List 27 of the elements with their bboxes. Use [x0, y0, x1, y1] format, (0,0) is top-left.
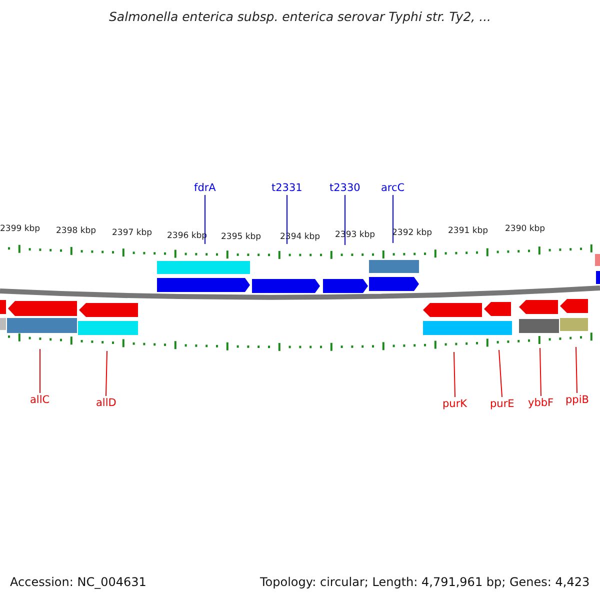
title: Salmonella enterica subsp. enterica serovar Typhi str. Ty2, ... [109, 11, 492, 24]
leader-line [498, 350, 502, 398]
gene-label: purE [490, 399, 514, 410]
leader-line [286, 194, 288, 244]
leader-line [204, 194, 206, 244]
gene-label: t2330 [330, 183, 360, 194]
gene-label: allD [96, 398, 116, 408]
gene-label: fdrA [194, 183, 216, 194]
leader-line [454, 352, 456, 398]
scale-label: 2391 kbp [448, 227, 488, 236]
footer-note: Topology: circular; Length: 4,791,961 bp; Genes: 4,423 [260, 576, 590, 588]
leader-line [540, 348, 542, 396]
leader-line [576, 346, 578, 394]
gene-label: t2331 [272, 183, 302, 194]
footer-note: Accession: NC_004631 [10, 576, 146, 588]
gene-label: ppiB [566, 395, 589, 406]
gene-label: ybbF [528, 398, 554, 408]
scale-label: 2399 kbp [0, 225, 40, 234]
leader-line [344, 194, 346, 246]
leader-line [106, 350, 108, 396]
leader-line [392, 194, 394, 244]
gene-label: arcC [381, 183, 405, 194]
genome-map-drawing [0, 244, 600, 351]
gene-label: purK [442, 399, 468, 410]
gene-label: allC [30, 395, 50, 406]
scale-label: 2390 kbp [505, 225, 546, 234]
scale-label: 2398 kbp [56, 227, 96, 236]
